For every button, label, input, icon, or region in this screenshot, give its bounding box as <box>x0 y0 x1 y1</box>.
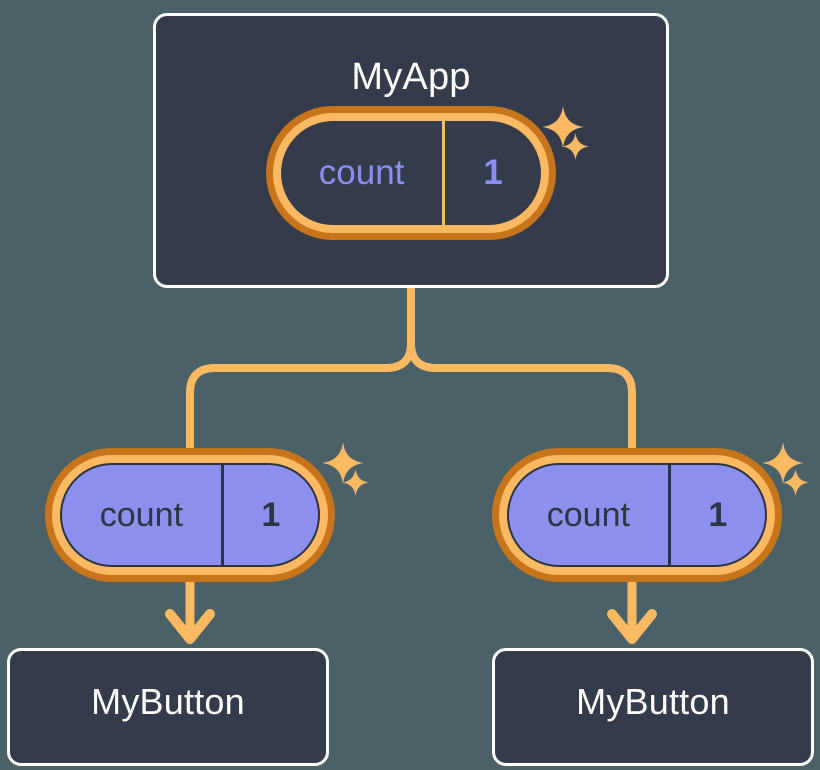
state-pill-child-left-body: count 1 <box>60 463 320 567</box>
arrow-down-icon-right <box>607 572 657 644</box>
state-pill-child-right-ring: count 1 <box>499 455 775 575</box>
state-key-label: count <box>546 495 630 534</box>
state-pill-child-left-ring: count 1 <box>52 455 328 575</box>
component-card-mybutton-left[interactable]: MyButton <box>7 648 329 766</box>
state-pill-child-right[interactable]: count 1 <box>492 448 782 582</box>
state-pill-child-left[interactable]: count 1 <box>45 448 335 582</box>
component-card-label: MyButton <box>91 681 245 722</box>
arrow-down-icon-left <box>165 572 215 644</box>
state-pill-root-ring: count 1 <box>273 113 549 233</box>
component-card-mybutton-right[interactable]: MyButton <box>492 648 814 766</box>
connector-root-to-left-child <box>186 284 415 466</box>
state-value-label: 1 <box>667 465 765 565</box>
state-value-label: 1 <box>220 465 318 565</box>
state-key-label: count <box>99 495 183 534</box>
state-pill-root[interactable]: count 1 <box>266 106 556 240</box>
state-value-label: 1 <box>442 121 541 225</box>
state-pill-root-body: count 1 <box>281 121 541 225</box>
page-title: MyApp <box>351 56 471 98</box>
connector-root-to-right-child <box>407 284 636 466</box>
state-pill-child-right-body: count 1 <box>507 463 767 567</box>
component-card-label: MyButton <box>576 681 730 722</box>
state-key-label: count <box>318 153 405 192</box>
